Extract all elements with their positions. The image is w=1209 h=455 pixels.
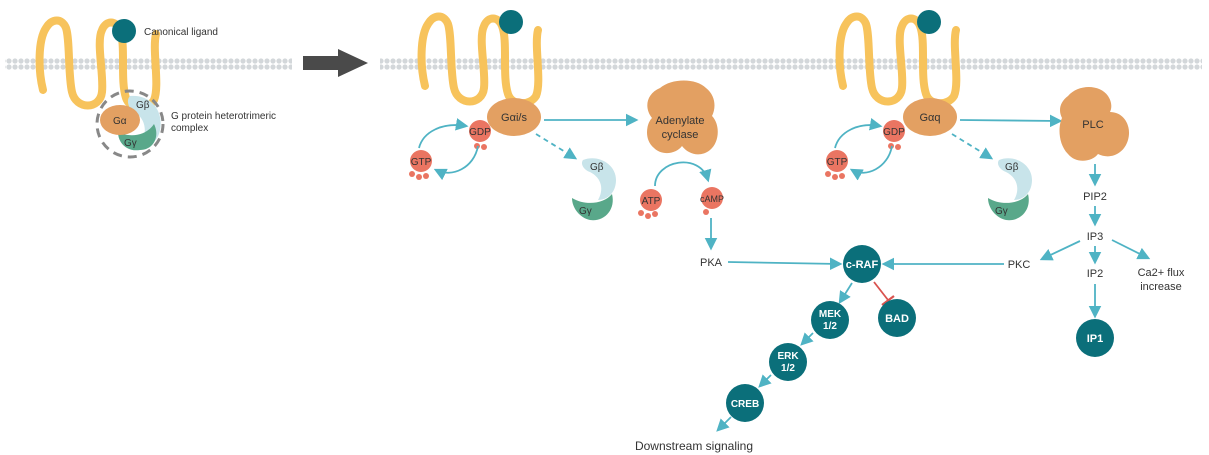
ligand-gq — [917, 10, 941, 34]
mek-label-line1: MEK — [819, 309, 842, 320]
adenylate-cyclase-line2: cyclase — [662, 129, 699, 141]
dashed-arrow-gi-s-to-gbg — [535, 133, 578, 160]
ligand-left — [112, 19, 136, 43]
complex-dashed-circle — [95, 89, 165, 159]
gtp-p-icon — [423, 173, 429, 179]
g-gamma-label-gq: Gγ — [995, 206, 1008, 217]
calcium-flux-line2: increase — [1140, 281, 1182, 293]
arrow-pka-to-craf — [727, 257, 843, 271]
arrow-mek-to-erk — [800, 332, 814, 346]
gtp-p-icon — [832, 174, 838, 180]
craf-node — [843, 245, 881, 283]
bad-node — [878, 299, 916, 337]
bad-label: BAD — [885, 313, 909, 325]
gdp-circle-gq — [883, 120, 905, 142]
atp-to-camp-arrow — [654, 161, 712, 187]
exchange-arrow-up — [418, 118, 469, 149]
transition-arrow-icon — [303, 49, 368, 77]
gdp-p-icon — [895, 144, 901, 150]
creb-label: CREB — [731, 399, 759, 410]
dashed-arrow-gq-to-gbg — [951, 133, 994, 160]
gtp-label-gi-s: GTP — [411, 157, 432, 168]
camp-label: cAMP — [700, 194, 724, 204]
erk-label-line1: ERK — [777, 351, 799, 362]
pka-label: PKA — [700, 257, 723, 269]
complex-label-line2: complex — [171, 123, 208, 134]
atp-p-icon — [652, 211, 658, 217]
g-gamma-label-legend: Gγ — [124, 138, 137, 149]
g-alpha-q — [903, 98, 957, 136]
arrow-creb-to-downstream — [716, 416, 732, 432]
g-alpha-i-s-label: Gαi/s — [501, 112, 527, 124]
ip2-label: IP2 — [1087, 268, 1104, 280]
gdp-circle-gi-s — [469, 120, 491, 142]
inhibit-bar — [881, 295, 895, 306]
camp-p-icon — [703, 209, 709, 215]
calcium-flux-line1: Ca2+ flux — [1138, 267, 1185, 279]
g-alpha-i-s — [487, 98, 541, 136]
plc-enzyme — [1059, 87, 1130, 161]
gtp-p-icon — [825, 171, 831, 177]
g-alpha-legend — [100, 105, 140, 135]
atp-circle — [640, 189, 662, 211]
gtp-circle-gq — [826, 150, 848, 172]
ip1-node — [1076, 319, 1114, 357]
atp-p-icon — [638, 210, 644, 216]
gdp-label-gq: GDP — [883, 127, 905, 138]
mek-label-line2: 1/2 — [823, 321, 837, 332]
gtp-p-icon — [839, 173, 845, 179]
atp-label: ATP — [642, 196, 661, 207]
g-alpha-q-label: Gαq — [919, 112, 940, 124]
g-gamma-label-gi-s: Gγ — [579, 206, 592, 217]
gtp-p-icon — [416, 174, 422, 180]
gtp-label-gq: GTP — [827, 157, 848, 168]
adenylate-cyclase — [647, 80, 718, 155]
pkc-label: PKC — [1008, 259, 1031, 271]
craf-label: c-RAF — [846, 259, 879, 271]
exchange-arrow-down — [849, 145, 893, 181]
arrow-craf-to-mek — [838, 282, 853, 305]
arrow-ip3-to-calcium — [1111, 239, 1151, 260]
g-beta-gq — [997, 158, 1032, 200]
adenylate-cyclase-line1: Adenylate — [656, 115, 705, 127]
gdp-p-icon — [481, 144, 487, 150]
g-beta-label-gq: Gβ — [1005, 162, 1019, 173]
erk-label-line2: 1/2 — [781, 363, 795, 374]
pip2-label: PIP2 — [1083, 191, 1107, 203]
ip1-label: IP1 — [1087, 333, 1104, 345]
erk-node — [769, 343, 807, 381]
arrow-erk-to-creb — [758, 374, 772, 388]
g-gamma-legend — [118, 124, 157, 151]
downstream-signaling-label: Downstream signaling — [635, 439, 753, 453]
camp-circle — [701, 187, 723, 209]
ip3-label: IP3 — [1087, 231, 1104, 243]
complex-label-line1: G protein heterotrimeric — [171, 111, 276, 122]
gdp-label-gi-s: GDP — [469, 127, 491, 138]
g-beta-gi-s — [581, 158, 616, 200]
g-gamma-gq — [988, 194, 1029, 221]
exchange-arrow-up — [834, 118, 883, 149]
gtp-circle-gi-s — [410, 150, 432, 172]
plc-label: PLC — [1082, 119, 1103, 131]
arrow-ip3-to-pkc — [1039, 240, 1081, 261]
membrane-right — [380, 56, 1202, 72]
ligand-label: Canonical ligand — [144, 27, 218, 38]
gtp-p-icon — [409, 171, 415, 177]
inhibit-craf-to-bad — [873, 281, 889, 301]
g-alpha-label-legend: Gα — [113, 116, 127, 127]
mek-node — [811, 301, 849, 339]
arrow-gq-to-plc — [959, 114, 1063, 128]
g-gamma-gi-s — [572, 194, 613, 221]
g-beta-label-legend: Gβ — [136, 100, 150, 111]
exchange-arrow-down — [433, 145, 479, 181]
g-protein-complex-legend: Gα Gβ Gγ G protein heterotrimeric comple… — [95, 89, 276, 159]
g-beta-label-gi-s: Gβ — [590, 162, 604, 173]
creb-node — [726, 384, 764, 422]
atp-p-icon — [645, 213, 651, 219]
membrane-left — [5, 56, 292, 72]
ligand-gi-s — [499, 10, 523, 34]
